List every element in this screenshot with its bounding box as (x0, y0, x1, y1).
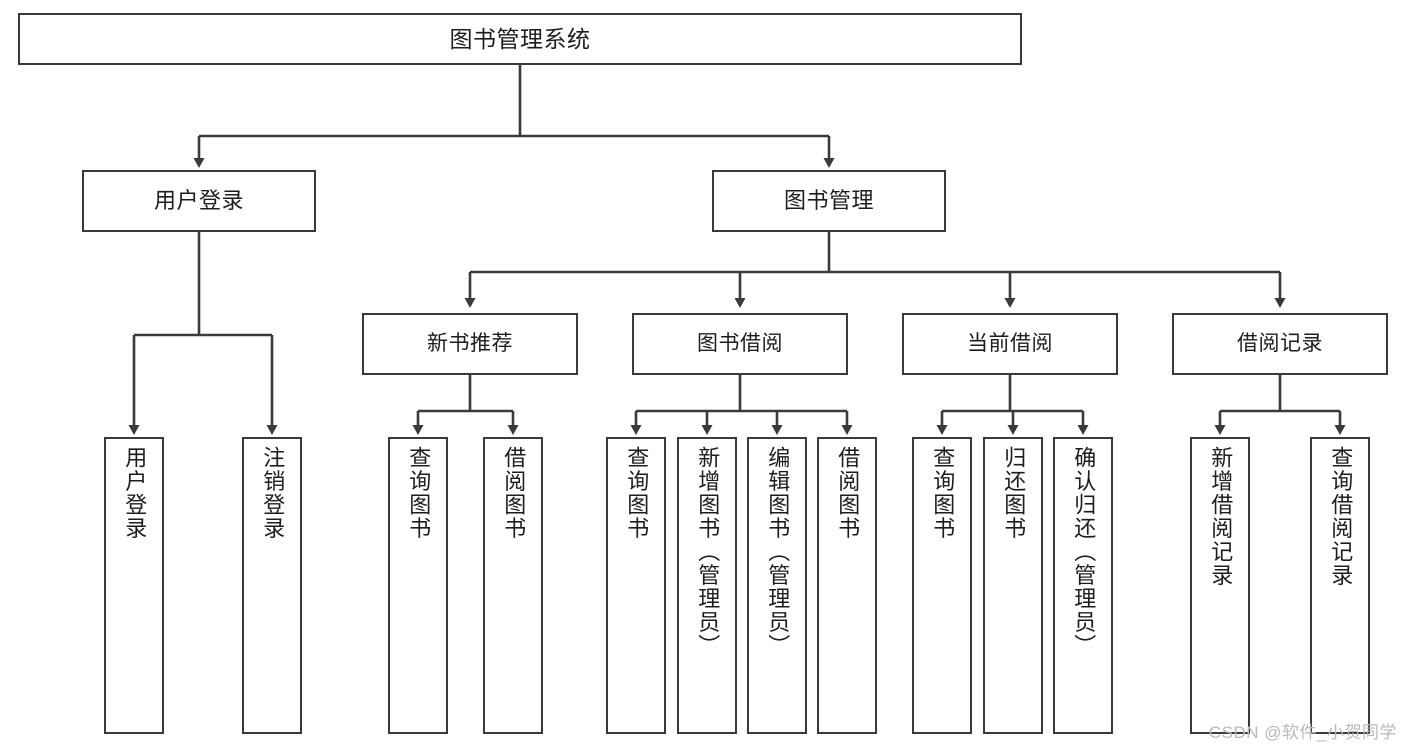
node-leaf-return-book[interactable]: 归还图书 (983, 437, 1043, 734)
node-user-login[interactable]: 用户登录 (82, 170, 316, 232)
node-leaf-borrow-book-rec-label: 借阅图书 (501, 446, 527, 540)
node-current-borrow-label: 当前借阅 (967, 331, 1053, 355)
node-leaf-add-record[interactable]: 新增借阅记录 (1190, 437, 1250, 734)
node-leaf-user-login[interactable]: 用户登录 (104, 437, 164, 734)
node-borrow-record[interactable]: 借阅记录 (1172, 313, 1388, 375)
node-leaf-query-book[interactable]: 查询图书 (606, 437, 666, 734)
node-book-borrow[interactable]: 图书借阅 (632, 313, 848, 375)
node-leaf-confirm-return[interactable]: 确认归还（管理员） (1053, 437, 1113, 734)
node-leaf-query-book-rec[interactable]: 查询图书 (388, 437, 448, 734)
node-leaf-logout-label: 注销登录 (260, 446, 286, 540)
node-leaf-query-book-rec-label: 查询图书 (406, 446, 432, 540)
node-leaf-borrow-book-label: 借阅图书 (835, 446, 861, 540)
node-leaf-logout[interactable]: 注销登录 (242, 437, 302, 734)
node-borrow-record-label: 借阅记录 (1237, 331, 1323, 355)
node-leaf-user-login-label: 用户登录 (122, 446, 148, 540)
node-leaf-return-book-label: 归还图书 (1001, 446, 1027, 540)
node-leaf-add-book[interactable]: 新增图书（管理员） (677, 437, 737, 734)
node-new-book-rec[interactable]: 新书推荐 (362, 313, 578, 375)
node-leaf-query-record-label: 查询借阅记录 (1328, 446, 1354, 587)
node-current-borrow[interactable]: 当前借阅 (902, 313, 1118, 375)
node-leaf-confirm-return-label: 确认归还（管理员） (1071, 446, 1097, 658)
node-leaf-query-book-cur-label: 查询图书 (930, 446, 956, 540)
node-root[interactable]: 图书管理系统 (18, 13, 1022, 65)
node-book-manage[interactable]: 图书管理 (712, 170, 946, 232)
node-leaf-edit-book[interactable]: 编辑图书（管理员） (747, 437, 807, 734)
node-leaf-add-record-label: 新增借阅记录 (1208, 446, 1234, 587)
node-book-manage-label: 图书管理 (783, 188, 874, 214)
node-leaf-query-book-cur[interactable]: 查询图书 (912, 437, 972, 734)
watermark-label: CSDN @软件_小贺同学 (1208, 723, 1397, 742)
node-leaf-borrow-book-rec[interactable]: 借阅图书 (483, 437, 543, 734)
node-leaf-add-book-label: 新增图书（管理员） (695, 446, 721, 658)
node-leaf-query-record[interactable]: 查询借阅记录 (1310, 437, 1370, 734)
node-new-book-rec-label: 新书推荐 (427, 331, 513, 355)
node-leaf-edit-book-label: 编辑图书（管理员） (765, 446, 791, 658)
node-root-label: 图书管理系统 (449, 25, 591, 52)
node-user-login-label: 用户登录 (153, 188, 244, 214)
node-book-borrow-label: 图书借阅 (697, 331, 783, 355)
node-leaf-borrow-book[interactable]: 借阅图书 (817, 437, 877, 734)
node-leaf-query-book-label: 查询图书 (624, 446, 650, 540)
